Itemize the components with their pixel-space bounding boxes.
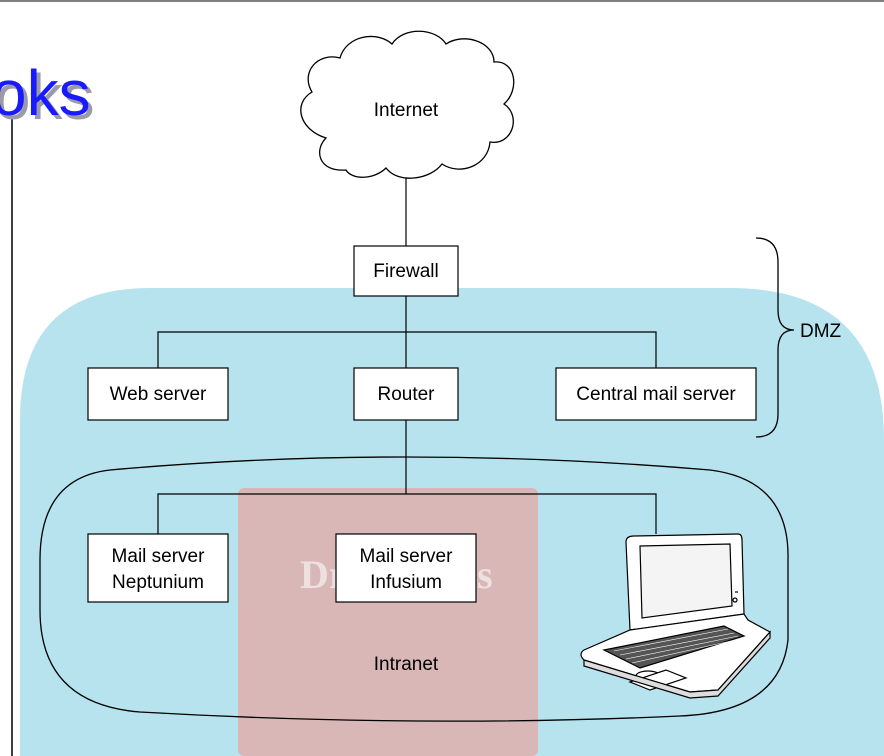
central-mail-server-label: Central mail server: [576, 384, 736, 405]
logo: oks: [0, 57, 91, 129]
intranet-label: Intranet: [374, 654, 439, 675]
laptop-icon: [580, 533, 771, 699]
mail-server-infusium-node: Mail server Infusium: [335, 533, 477, 603]
mail-server-infusium-line2: Infusium: [370, 572, 442, 593]
internet-label: Internet: [374, 100, 439, 121]
mail-server-neptunium-line2: Neptunium: [112, 572, 204, 593]
router-node: Router: [353, 367, 459, 421]
dmz-label: DMZ: [800, 321, 842, 342]
watermark: DropBooks: [20, 288, 884, 756]
router-label: Router: [377, 384, 435, 405]
internet-cloud: Internet: [300, 30, 515, 179]
central-mail-server-node: Central mail server: [555, 367, 757, 421]
dmz-brace: DMZ: [755, 237, 842, 438]
logo-shadow: oks: [0, 61, 95, 133]
firewall-label: Firewall: [373, 261, 438, 282]
web-server-node: Web server: [87, 367, 229, 421]
web-server-label: Web server: [110, 384, 207, 405]
watermark-book: [238, 488, 538, 756]
intranet-boundary: [39, 456, 789, 722]
firewall-node: Firewall: [353, 245, 459, 297]
mail-server-infusium-line1: Mail server: [360, 546, 454, 567]
connectors: [157, 171, 657, 534]
mail-server-neptunium-node: Mail server Neptunium: [87, 533, 229, 603]
mail-server-neptunium-line1: Mail server: [112, 546, 206, 567]
